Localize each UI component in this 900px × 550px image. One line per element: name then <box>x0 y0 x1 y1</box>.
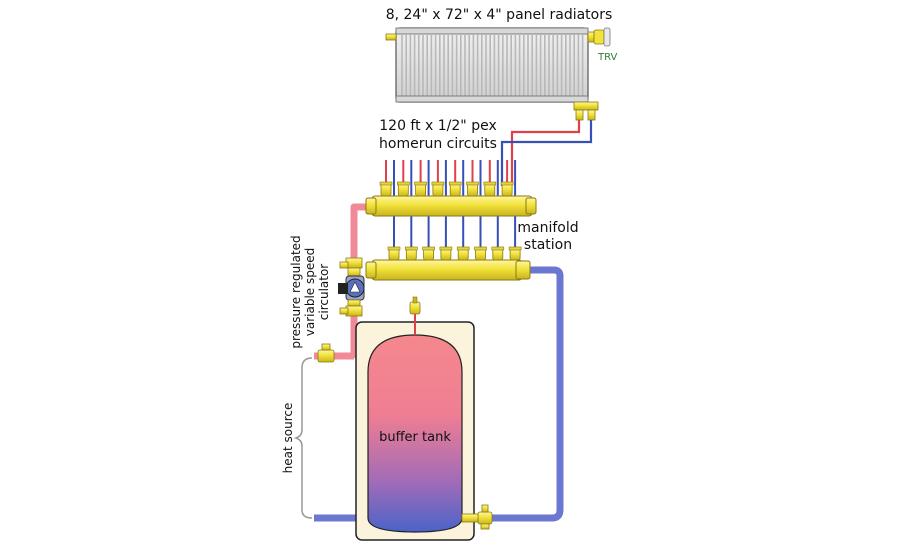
manifold-label-line1: manifold <box>517 220 578 236</box>
return-port-nut <box>439 246 453 251</box>
return-manifold-ports <box>387 246 522 261</box>
supply-port-fitting <box>484 183 496 197</box>
supply-port-nut <box>379 181 393 186</box>
return-port-fitting <box>423 248 435 261</box>
supply-port-fitting <box>501 183 513 197</box>
supply-port-fitting <box>467 183 478 197</box>
return-port-fitting <box>440 248 452 261</box>
return-port-nut <box>474 246 487 251</box>
return-manifold <box>365 246 531 281</box>
radiator-connection-valve <box>573 101 599 121</box>
return-port-nut <box>491 246 505 251</box>
thermostatic-radiator-valve <box>587 27 611 47</box>
supply-port-nut <box>483 181 497 186</box>
supply-port-fitting <box>397 183 409 197</box>
return-port-fitting <box>405 248 417 261</box>
radiator-return-pipe <box>500 120 593 186</box>
homerun-label-line2: homerun circuits <box>379 136 497 152</box>
supply-port-fitting <box>380 183 392 197</box>
return-port-nut <box>456 246 470 251</box>
supply-manifold <box>365 181 537 217</box>
supply-port-nut <box>448 181 462 186</box>
return-port-fitting <box>457 248 469 261</box>
heat-source-label: heat source <box>281 403 295 474</box>
radiator-supply-pipe <box>510 120 581 184</box>
heat-source-supply-valve <box>317 343 335 363</box>
return-port-fitting <box>492 248 504 261</box>
circulator-label-line1: pressure regulated <box>289 235 303 348</box>
return-port-fitting <box>388 248 400 261</box>
supply-port-nut <box>431 181 445 186</box>
circulator-label-line2: variable speed <box>303 248 317 336</box>
supply-port-nut <box>466 181 479 186</box>
supply-port-nut <box>414 181 427 186</box>
supply-manifold-ports <box>379 181 514 197</box>
supply-port-fitting <box>415 183 427 197</box>
tank-return-valve <box>461 504 493 530</box>
return-port-fitting <box>475 248 486 261</box>
homerun-label-line1: 120 ft x 1/2" pex <box>379 118 497 134</box>
buffer-tank <box>355 321 475 541</box>
supply-port-fitting <box>432 183 444 197</box>
supply-port-fitting <box>449 183 461 197</box>
supply-port-nut <box>500 181 514 186</box>
tank-air-vent <box>409 296 421 335</box>
radiator-fins <box>401 35 584 96</box>
radiator-homerun-pipes <box>500 120 593 186</box>
circulator-label-line3: circulator <box>317 264 331 321</box>
trv-label: TRV <box>597 52 618 63</box>
manifold-label-line2: station <box>524 237 572 253</box>
supply-port-nut <box>396 181 410 186</box>
return-port-nut <box>422 246 435 251</box>
panel-radiator <box>395 27 589 103</box>
return-port-fitting <box>509 248 521 261</box>
return-port-nut <box>404 246 418 251</box>
return-port-nut <box>387 246 401 251</box>
circulator-assembly <box>338 257 365 317</box>
buffer-tank-label: buffer tank <box>379 430 451 445</box>
return-port-nut <box>508 246 522 251</box>
radiators-label: 8, 24" x 72" x 4" panel radiators <box>386 7 613 23</box>
radiator-left-vent <box>385 33 397 41</box>
heat-source-bracket <box>293 357 313 519</box>
